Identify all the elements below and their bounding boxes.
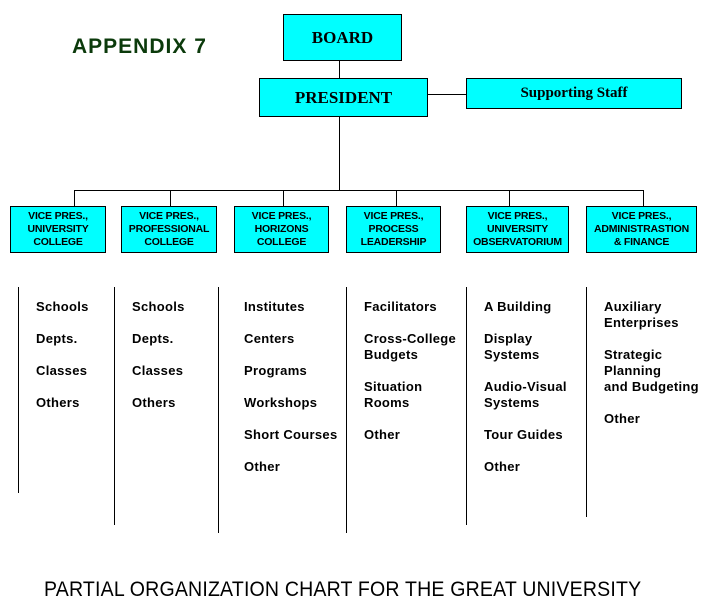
unit-item: Others	[132, 395, 176, 410]
vp-title: VICE PRES., UNIVERSITY COLLEGE	[27, 210, 89, 248]
unit-item: Other	[484, 459, 521, 474]
unit-item: Schools	[36, 299, 89, 314]
board-box: BOARD	[283, 14, 402, 61]
vp-title: VICE PRES., HORIZONS COLLEGE	[251, 210, 312, 248]
connector-line	[339, 61, 340, 78]
vp-title: VICE PRES., ADMINISTRASTION & FINANCE	[594, 210, 689, 248]
connector-line	[643, 190, 644, 206]
vp-title: VICE PRES., PROFESSIONAL COLLEGE	[128, 210, 210, 248]
unit-item: Schools	[132, 299, 185, 314]
appendix-label: APPENDIX 7	[72, 35, 207, 58]
unit-item: Short Courses	[244, 427, 338, 442]
unit-item: Workshops	[244, 395, 318, 410]
vp-box: VICE PRES., ADMINISTRASTION & FINANCE	[586, 206, 697, 253]
unit-item: Audio-Visual Systems	[484, 379, 567, 410]
board-label: BOARD	[311, 27, 374, 47]
vp-box: VICE PRES., UNIVERSITY OBSERVATORIUM	[466, 206, 569, 253]
connector-line	[170, 190, 171, 206]
connector-line	[283, 190, 284, 206]
column-divider	[218, 287, 219, 533]
column-divider	[466, 287, 467, 525]
vp-box: VICE PRES., HORIZONS COLLEGE	[234, 206, 329, 253]
unit-item: Classes	[132, 363, 184, 378]
column-divider	[18, 287, 19, 493]
connector-line	[396, 190, 397, 206]
unit-item: Other	[244, 459, 281, 474]
unit-item: Cross-College Budgets	[364, 331, 457, 362]
unit-item: Others	[36, 395, 80, 410]
supporting-staff-box: Supporting Staff	[466, 78, 682, 109]
connector-line	[509, 190, 510, 206]
unit-item: Facilitators	[364, 299, 437, 314]
unit-item: Programs	[244, 363, 308, 378]
unit-item: Depts.	[132, 331, 174, 346]
vp-box: VICE PRES., PROFESSIONAL COLLEGE	[121, 206, 217, 253]
unit-item: Other	[604, 411, 641, 426]
connector-line	[74, 190, 75, 206]
unit-item: Institutes	[244, 299, 305, 314]
column-divider	[346, 287, 347, 533]
unit-item: Tour Guides	[484, 427, 563, 442]
unit-item: Display Systems	[484, 331, 540, 362]
president-label: PRESIDENT	[294, 87, 393, 107]
unit-item: A Building	[484, 299, 552, 314]
column-divider	[114, 287, 115, 525]
connector-line	[339, 117, 340, 190]
connector-line	[428, 94, 466, 95]
vp-title: VICE PRES., UNIVERSITY OBSERVATORIUM	[473, 210, 562, 248]
unit-item: Strategic Planning and Budgeting	[604, 347, 699, 394]
vp-title: VICE PRES., PROCESS LEADERSHIP	[360, 210, 427, 248]
footer-title: PARTIAL ORGANIZATION CHART FOR THE GREAT…	[44, 578, 642, 601]
unit-item: Auxiliary Enterprises	[604, 299, 679, 330]
unit-item: Other	[364, 427, 401, 442]
connector-line	[74, 190, 643, 191]
unit-item: Situation Rooms	[364, 379, 423, 410]
president-box: PRESIDENT	[259, 78, 428, 117]
unit-item: Depts.	[36, 331, 78, 346]
vp-box: VICE PRES., PROCESS LEADERSHIP	[346, 206, 441, 253]
column-divider	[586, 287, 587, 517]
unit-item: Centers	[244, 331, 295, 346]
supporting-staff-label: Supporting Staff	[520, 85, 628, 101]
vp-box: VICE PRES., UNIVERSITY COLLEGE	[10, 206, 106, 253]
unit-item: Classes	[36, 363, 88, 378]
